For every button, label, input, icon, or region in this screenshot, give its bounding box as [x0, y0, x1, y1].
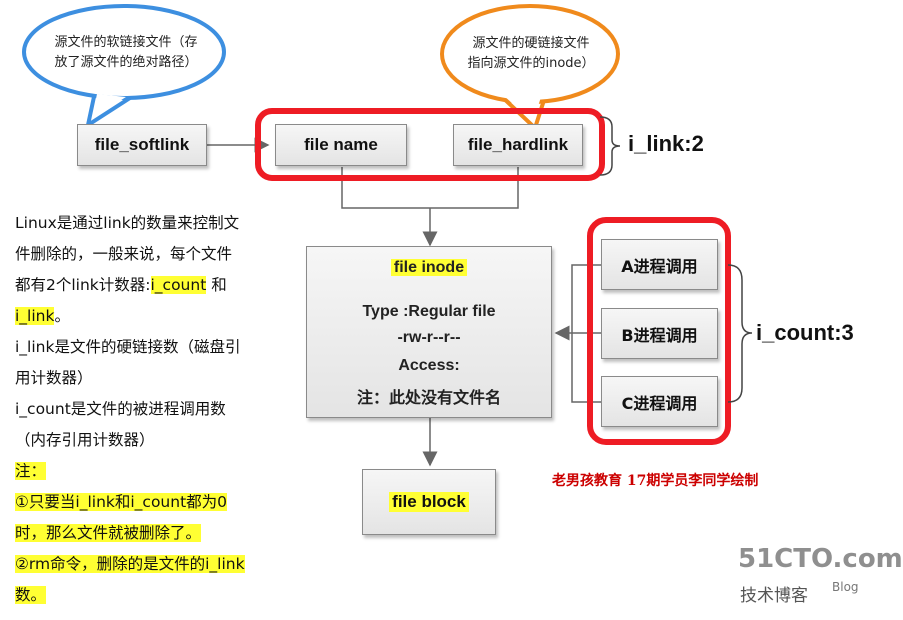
note-line: i_link是文件的硬链接数（磁盘引	[15, 338, 241, 356]
note-highlight: ②rm命令，删除的是文件的i_link	[15, 555, 245, 573]
note-line: 时，那么文件就被删除了。	[15, 518, 295, 549]
inode-title: file inode	[390, 259, 468, 276]
hardlink-bubble-line1: 源文件的硬链接文件	[472, 36, 590, 51]
process-b-box: B进程调用	[601, 308, 718, 359]
note-highlight: i_link	[15, 307, 55, 325]
note-line: 注：	[15, 456, 295, 487]
softlink-bubble-line1: 源文件的软链接文件（存	[54, 35, 198, 50]
watermark-logo: 51CTO.com	[738, 544, 903, 574]
author-credit: 老男孩教育 17期学员李同学绘制	[552, 473, 759, 489]
hardlink-bubble: 源文件的硬链接文件 指向源文件的inode）	[446, 34, 616, 74]
file-inode-box: file inode Type :Regular file -rw-r--r--…	[306, 246, 552, 418]
file-hardlink-box: file_hardlink	[453, 124, 583, 166]
link-merge-connector	[341, 167, 519, 209]
note-highlight: 时，那么文件就被删除了。	[15, 524, 202, 542]
note-text: 。	[54, 307, 70, 325]
file-block-box: file block	[362, 469, 496, 535]
watermark-blog: Blog	[832, 580, 859, 594]
note-highlight: i_count	[150, 276, 207, 294]
note-line: ②rm命令，删除的是文件的i_link	[15, 549, 295, 580]
note-line: i_link。	[15, 301, 295, 332]
i-count-brace	[727, 264, 753, 403]
note-line: 件删除的，一般来说，每个文件	[15, 245, 233, 263]
process-c-box: C进程调用	[601, 376, 718, 427]
i-count-highlight	[587, 217, 731, 445]
note-line: Linux是通过link的数量来控制文	[15, 214, 240, 232]
i-count-label: i_count:3	[756, 320, 854, 345]
note-line: 数。	[15, 580, 295, 611]
process-a-box: A进程调用	[601, 239, 718, 290]
note-highlight: 注：	[15, 462, 47, 480]
inode-note: 注：此处没有文件名	[356, 388, 501, 407]
note-text: 都有2个link计数器:	[15, 276, 151, 294]
inode-permissions: -rw-r--r--	[397, 329, 461, 346]
note-line: i_count是文件的被进程调用数	[15, 400, 226, 418]
note-line: 都有2个link计数器:i_count 和	[15, 270, 295, 301]
note-highlight: ①只要当i_link和i_count都为0	[15, 493, 228, 511]
inode-type: Type :Regular file	[362, 303, 496, 320]
file-block-label: file block	[389, 492, 469, 512]
softlink-bubble-line2: 放了源文件的绝对路径）	[54, 55, 198, 70]
notes-panel: Linux是通过link的数量来控制文 件删除的，一般来说，每个文件 都有2个l…	[15, 208, 295, 611]
file-name-box: file name	[275, 124, 407, 166]
inode-access: Access:	[398, 357, 460, 374]
watermark-subtitle: 技术博客	[740, 586, 808, 606]
note-line: （内存引用计数器）	[15, 431, 155, 449]
softlink-bubble-shape	[22, 4, 226, 130]
hardlink-bubble-line2: 指向源文件的inode）	[467, 56, 595, 71]
inode-title-row: file inode	[307, 259, 551, 277]
note-line: 用计数器）	[15, 369, 93, 387]
i-link-highlight	[255, 108, 605, 181]
i-link-brace	[599, 116, 621, 176]
softlink-bubble: 源文件的软链接文件（存 放了源文件的绝对路径）	[34, 33, 218, 73]
hardlink-bubble-shape	[440, 4, 620, 132]
diagram-canvas	[22, 4, 753, 467]
i-link-label: i_link:2	[628, 131, 704, 156]
note-line: ①只要当i_link和i_count都为0	[15, 487, 295, 518]
note-text: 和	[206, 276, 227, 294]
note-highlight: 数。	[15, 586, 47, 604]
file-softlink-box: file_softlink	[77, 124, 207, 166]
